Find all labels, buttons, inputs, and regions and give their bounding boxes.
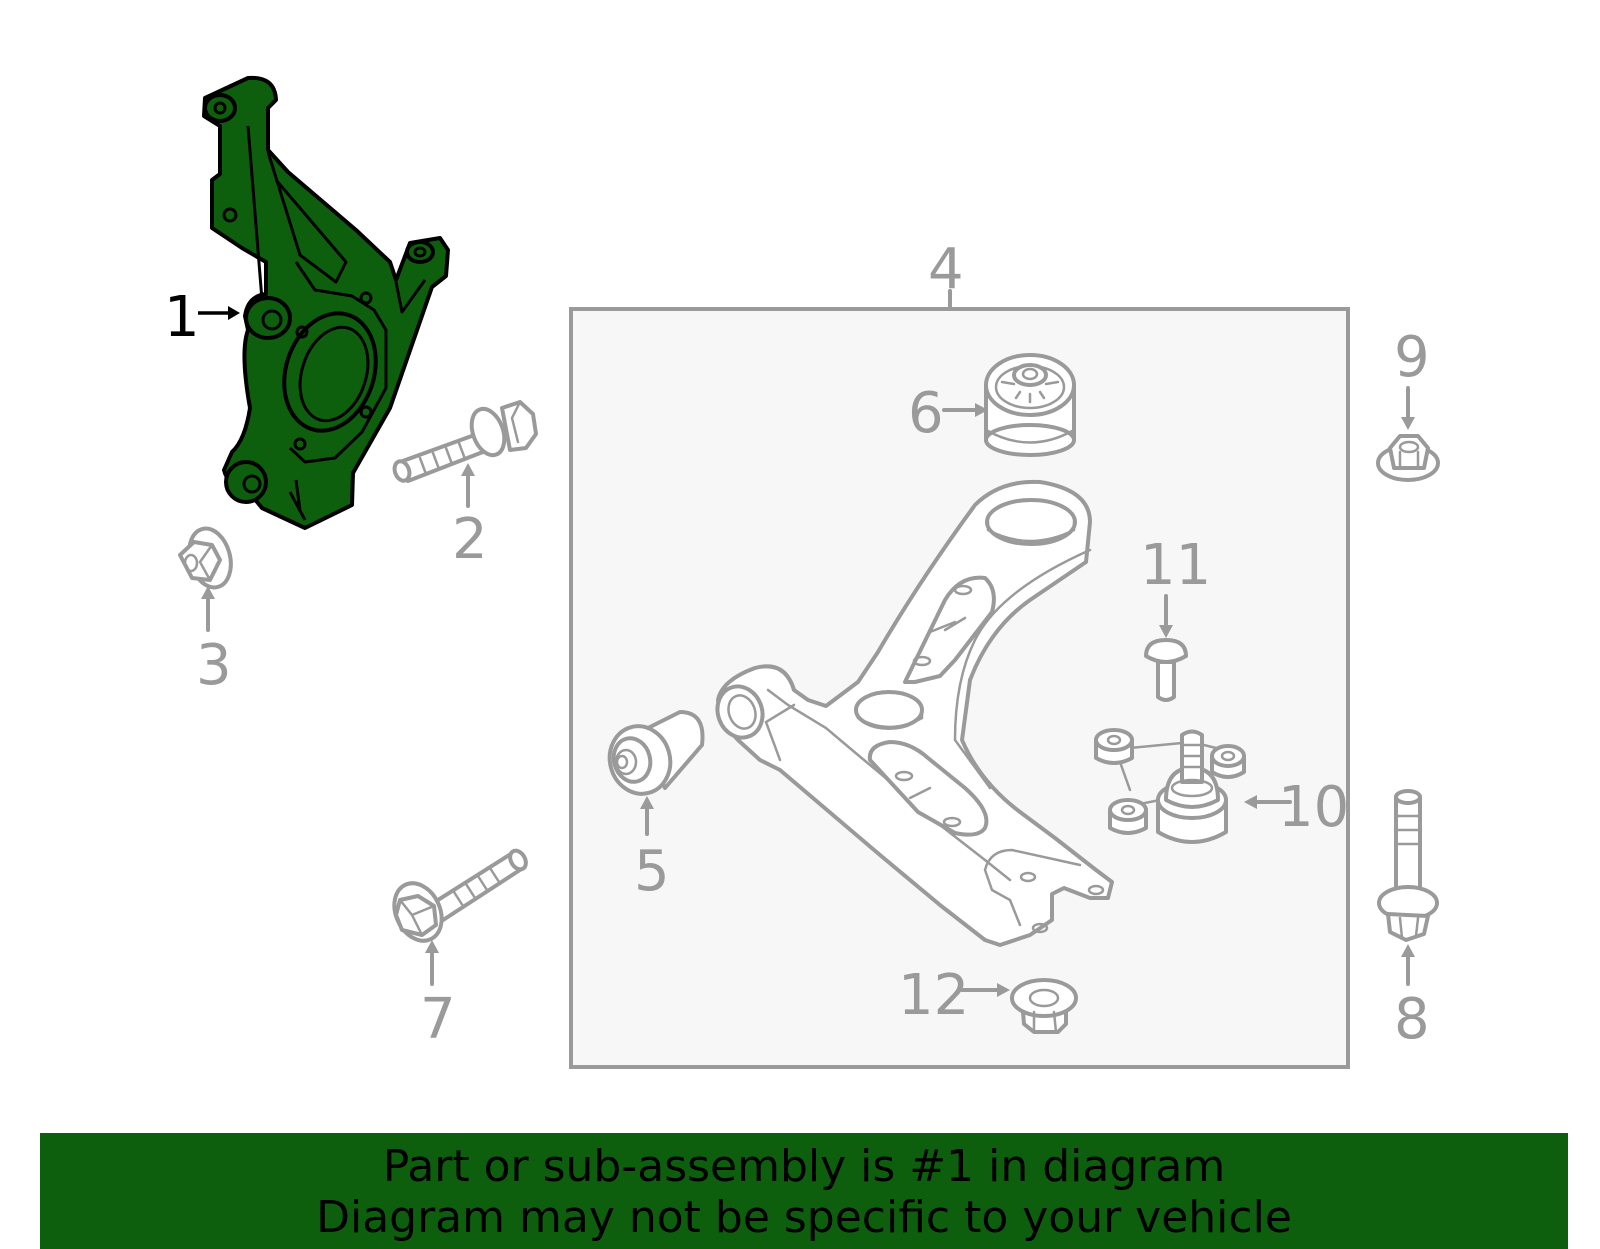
callout-12: 12 xyxy=(898,963,969,1028)
callout-5: 5 xyxy=(634,839,670,904)
callout-2: 2 xyxy=(452,507,488,572)
callout-8: 8 xyxy=(1394,987,1430,1052)
callout-11: 11 xyxy=(1140,533,1211,598)
bolt-part-8[interactable] xyxy=(1377,789,1439,942)
banner-line-2: Diagram may not be specific to your vehi… xyxy=(316,1192,1292,1243)
nut-part-9[interactable] xyxy=(1376,434,1440,482)
bolt-part-2[interactable] xyxy=(392,400,538,483)
callout-9: 9 xyxy=(1394,325,1430,390)
bolt-part-7[interactable] xyxy=(385,848,529,949)
nut-part-12[interactable] xyxy=(1010,978,1078,1034)
callout-3: 3 xyxy=(196,633,232,698)
bushing-part-5[interactable] xyxy=(602,710,705,801)
ball-joint-part-10[interactable] xyxy=(1094,728,1246,844)
callout-10: 10 xyxy=(1278,775,1349,840)
control-arm-part-4[interactable] xyxy=(710,479,1114,947)
callout-7: 7 xyxy=(420,987,456,1052)
callout-6: 6 xyxy=(908,381,944,446)
rivet-part-11[interactable] xyxy=(1144,638,1188,702)
callout-4: 4 xyxy=(928,237,964,302)
callout-1: 1 xyxy=(164,285,200,350)
banner-line-1: Part or sub-assembly is #1 in diagram xyxy=(382,1141,1226,1192)
info-banner: Part or sub-assembly is #1 in diagram Di… xyxy=(40,1133,1568,1249)
bushing-part-6[interactable] xyxy=(984,353,1076,457)
nut-part-3[interactable] xyxy=(178,524,237,592)
steering-knuckle-part-1[interactable] xyxy=(202,75,450,530)
